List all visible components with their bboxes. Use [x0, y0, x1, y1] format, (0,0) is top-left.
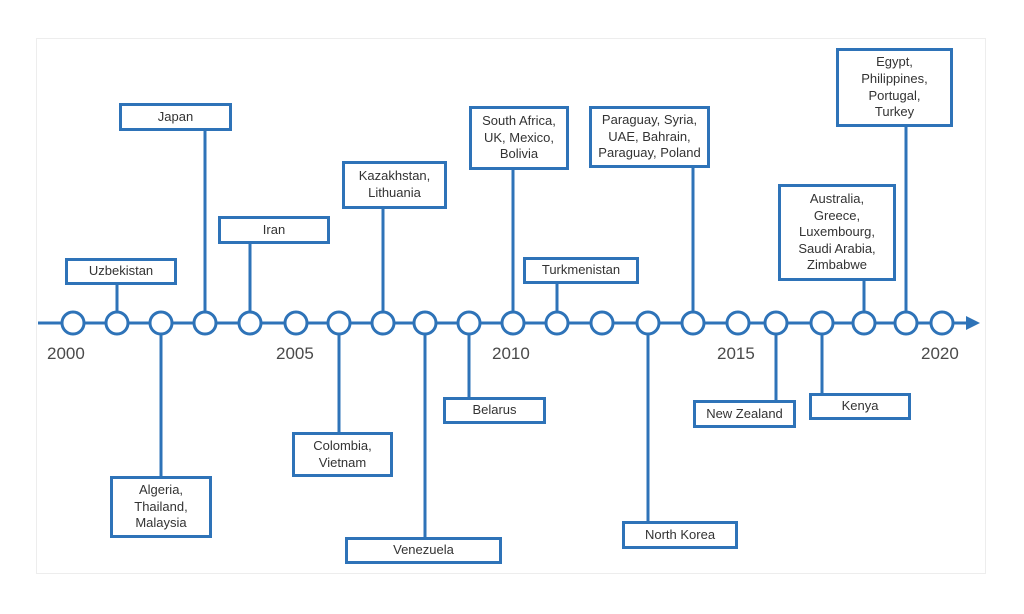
year-node-2020 [929, 310, 955, 336]
year-label-2015: 2015 [717, 344, 755, 363]
year-node-2009 [456, 310, 482, 336]
year-node-2015 [725, 310, 751, 336]
event-box-2007: Kazakhstan, Lithuania [342, 161, 447, 209]
event-box-2013: North Korea [622, 521, 738, 549]
event-box-2003: Japan [119, 103, 232, 131]
year-node-2019 [893, 310, 919, 336]
year-node-2017 [809, 310, 835, 336]
year-label-2000: 2000 [47, 344, 85, 363]
event-box-2019: Egypt, Philippines, Portugal, Turkey [836, 48, 953, 127]
year-node-2014 [680, 310, 706, 336]
event-box-2017: Kenya [809, 393, 911, 420]
event-box-2001: Uzbekistan [65, 258, 177, 285]
event-box-2004: Iran [218, 216, 330, 244]
year-label-2005: 2005 [276, 344, 314, 363]
year-node-2003 [192, 310, 218, 336]
year-node-2018 [851, 310, 877, 336]
timeline-arrow-head [966, 316, 980, 330]
year-node-2005 [283, 310, 309, 336]
year-node-2000 [60, 310, 86, 336]
year-node-2016 [763, 310, 789, 336]
event-box-2018: Australia, Greece, Luxembourg, Saudi Ara… [778, 184, 896, 281]
year-node-2011 [544, 310, 570, 336]
event-box-2008: Venezuela [345, 537, 502, 564]
event-box-2002: Algeria, Thailand, Malaysia [110, 476, 212, 538]
event-box-2006: Colombia, Vietnam [292, 432, 393, 477]
year-label-2020: 2020 [921, 344, 959, 363]
year-node-2012 [589, 310, 615, 336]
year-label-2010: 2010 [492, 344, 530, 363]
year-node-2010 [500, 310, 526, 336]
event-box-2010: South Africa, UK, Mexico, Bolivia [469, 106, 569, 170]
year-node-2002 [148, 310, 174, 336]
year-node-2004 [237, 310, 263, 336]
event-box-2011: Turkmenistan [523, 257, 639, 284]
year-node-2001 [104, 310, 130, 336]
year-node-2008 [412, 310, 438, 336]
year-node-2006 [326, 310, 352, 336]
event-box-2009: Belarus [443, 397, 546, 424]
event-box-2016: New Zealand [693, 400, 796, 428]
year-node-2013 [635, 310, 661, 336]
year-node-2007 [370, 310, 396, 336]
event-box-2014: Paraguay, Syria, UAE, Bahrain, Paraguay,… [589, 106, 710, 168]
